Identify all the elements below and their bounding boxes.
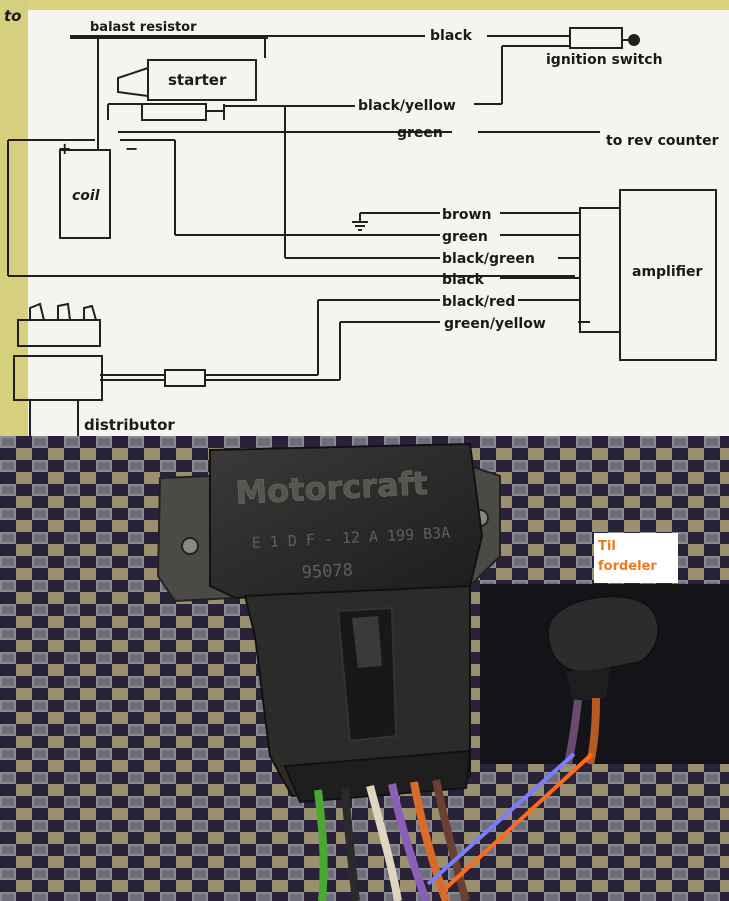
corner-text: to (4, 7, 21, 25)
wire-brown (432, 779, 470, 901)
coil-label: coil (72, 188, 100, 204)
orange-marker-line (444, 752, 594, 890)
callout-til-fordeler: Til fordeler (594, 533, 678, 583)
wire-label-black-green: black/green (442, 251, 535, 267)
starter-label: starter (168, 71, 227, 89)
wiring-diagram: to balast resistor black ignition switch… (0, 0, 729, 436)
amplifier-label: amplifier (632, 264, 703, 280)
ignition-switch-label: ignition switch (546, 52, 663, 68)
wire-label-green: green (442, 229, 488, 245)
module-code-2: 95078 (301, 560, 353, 583)
wire-white (366, 784, 402, 901)
wire-label-black: black (442, 272, 485, 288)
page-edge-top (0, 0, 729, 10)
wire-label-brown: brown (442, 207, 491, 223)
module-photo: Motorcraft E 1 D F - 12 A 199 B3A 95078 (0, 436, 729, 901)
photo-drawing: Motorcraft E 1 D F - 12 A 199 B3A 95078 (0, 436, 729, 901)
wire-label-black-top: black (430, 28, 473, 44)
wire-label-black-red: black/red (442, 294, 515, 310)
module-brand-text: Motorcraft (234, 464, 428, 512)
wire-label-green-rev: green (397, 125, 443, 141)
wire-orange (410, 781, 450, 901)
rev-counter-label: to rev counter (606, 133, 719, 149)
purple-marker-line (426, 752, 576, 886)
ballast-resistor-label: balast resistor (90, 20, 197, 35)
diagram-drawing: to balast resistor black ignition switch… (4, 7, 729, 436)
wire-black (341, 787, 360, 901)
coil-plus-label: + (58, 139, 71, 158)
callout-line-2: fordeler (598, 559, 657, 574)
wire-label-black-yellow: black/yellow (358, 98, 456, 114)
wire-green (314, 789, 328, 901)
callout-line-1: Til (598, 539, 616, 554)
coil-minus-label: − (125, 139, 138, 158)
wire-purple (388, 783, 430, 901)
distributor-label: distributor (84, 416, 175, 434)
wire-label-green-yellow: green/yellow (444, 316, 546, 332)
